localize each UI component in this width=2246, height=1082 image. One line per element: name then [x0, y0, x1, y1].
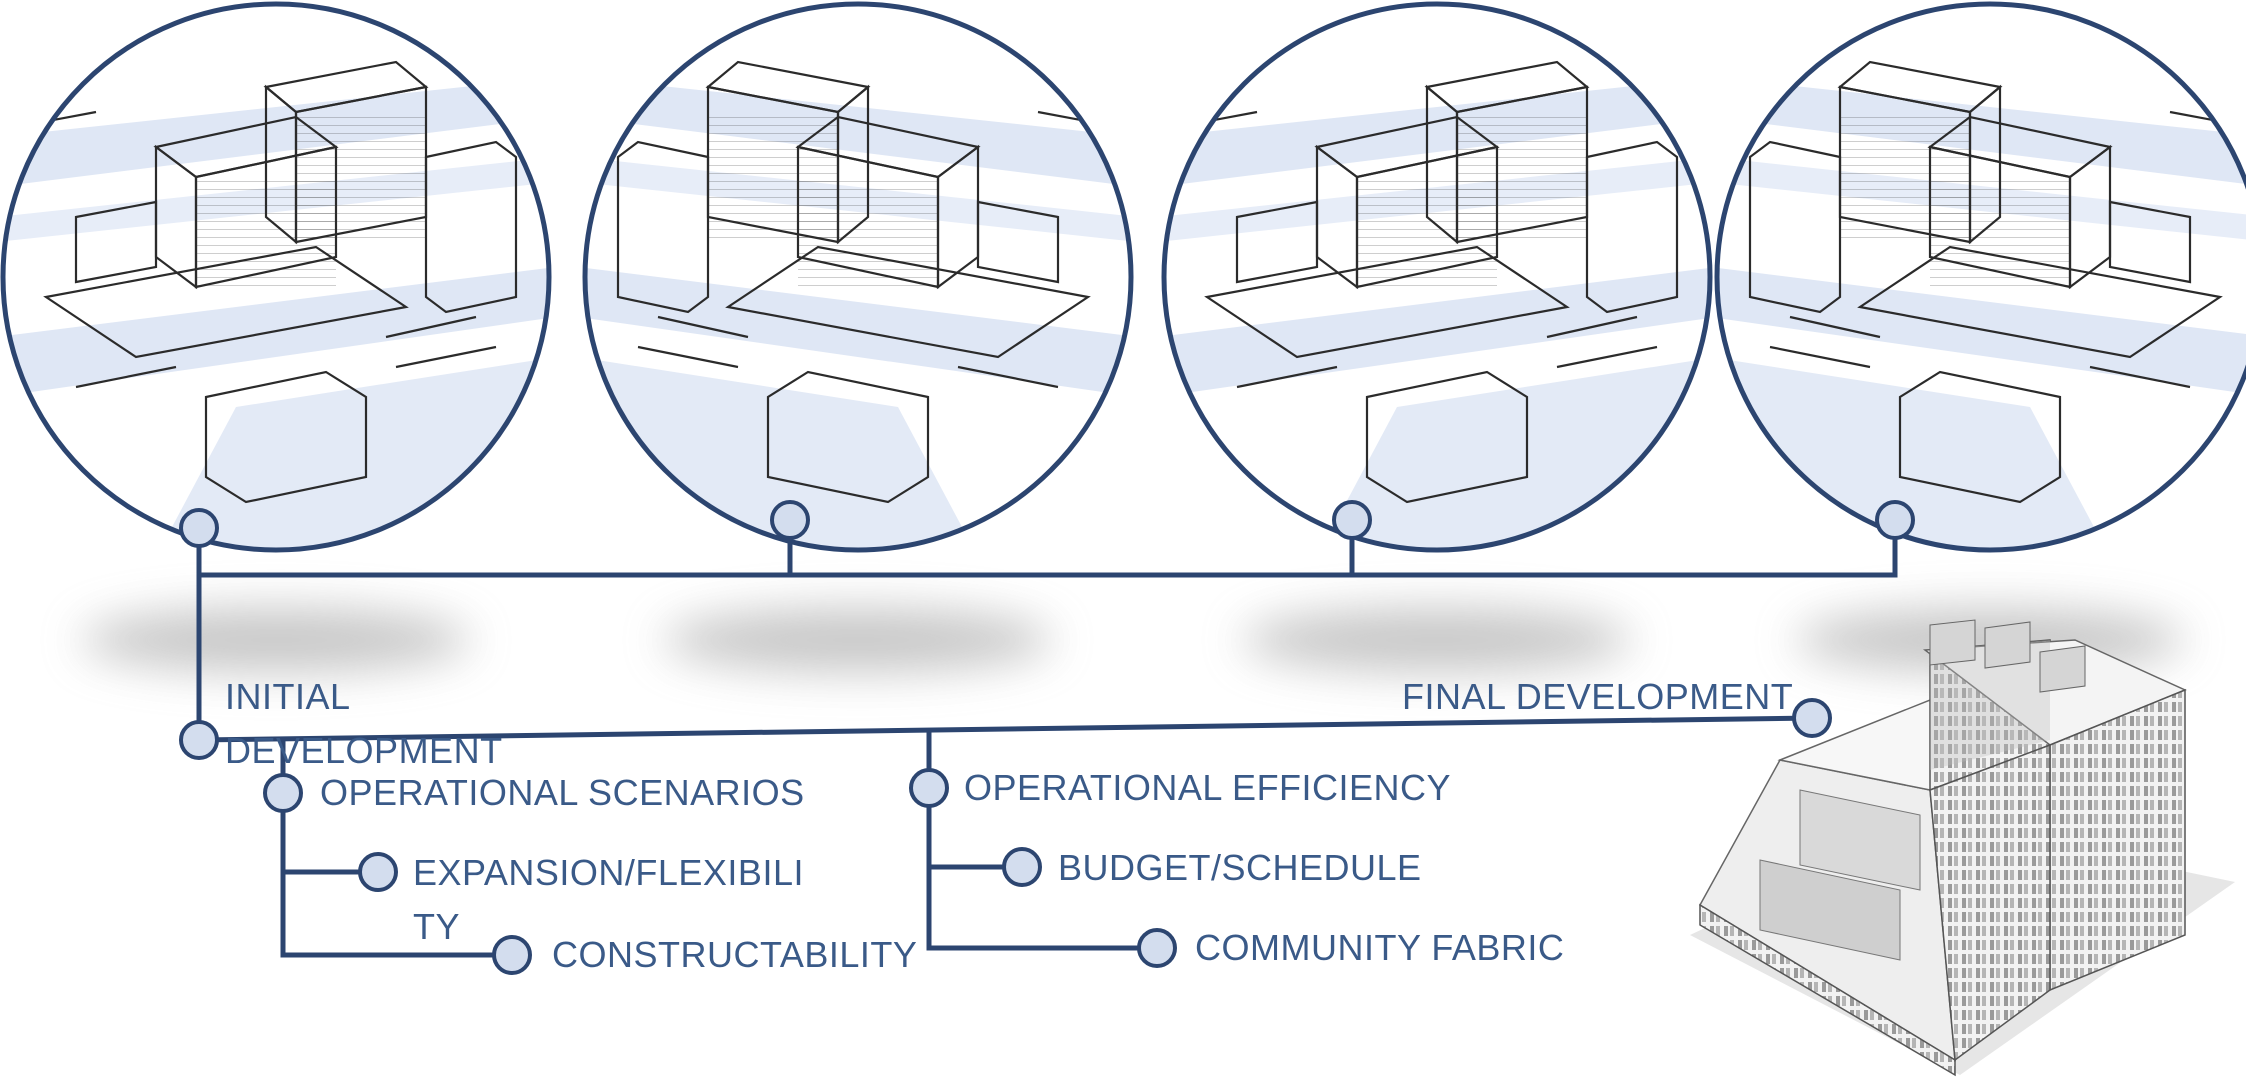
final-building-model [1690, 619, 2235, 1077]
label-operational-scenarios: OPERATIONAL SCENARIOS [320, 772, 805, 813]
timeline-nodes [179, 500, 1915, 975]
sketch-frame-1 [0, 1, 552, 553]
sketch-option-4 [1717, 4, 2246, 550]
node-budget-schedule [1002, 847, 1042, 887]
node-expansion-flexibility [358, 852, 398, 892]
label-operational-efficiency: OPERATIONAL EFFICIENCY [964, 767, 1452, 808]
label-initial-development: INITIAL DEVELOPMENT [225, 676, 503, 771]
node-sketch-4 [1875, 500, 1915, 540]
label-constructability: CONSTRUCTABILITY [552, 934, 918, 975]
shadow-group [81, 608, 2185, 672]
node-operational-efficiency [909, 768, 949, 808]
node-final-development [1792, 698, 1832, 738]
label-community-fabric: COMMUNITY FABRIC [1195, 927, 1565, 968]
label-final-development: FINAL DEVELOPMENT [1402, 676, 1794, 717]
sketch-frame-3 [1161, 1, 1713, 553]
node-constructability [492, 935, 532, 975]
node-sketch-2 [770, 500, 810, 540]
node-operational-scenarios [263, 773, 303, 813]
node-initial-development [179, 720, 219, 760]
sketch-frame-4 [1714, 1, 2246, 553]
label-expansion-flexibility: EXPANSION/FLEXIBILITY [413, 852, 804, 947]
sketch-frame-2 [582, 1, 1134, 553]
node-sketch-1 [179, 508, 219, 548]
node-community-fabric [1137, 928, 1177, 968]
node-sketch-3 [1332, 500, 1372, 540]
label-budget-schedule: BUDGET/SCHEDULE [1058, 847, 1422, 888]
